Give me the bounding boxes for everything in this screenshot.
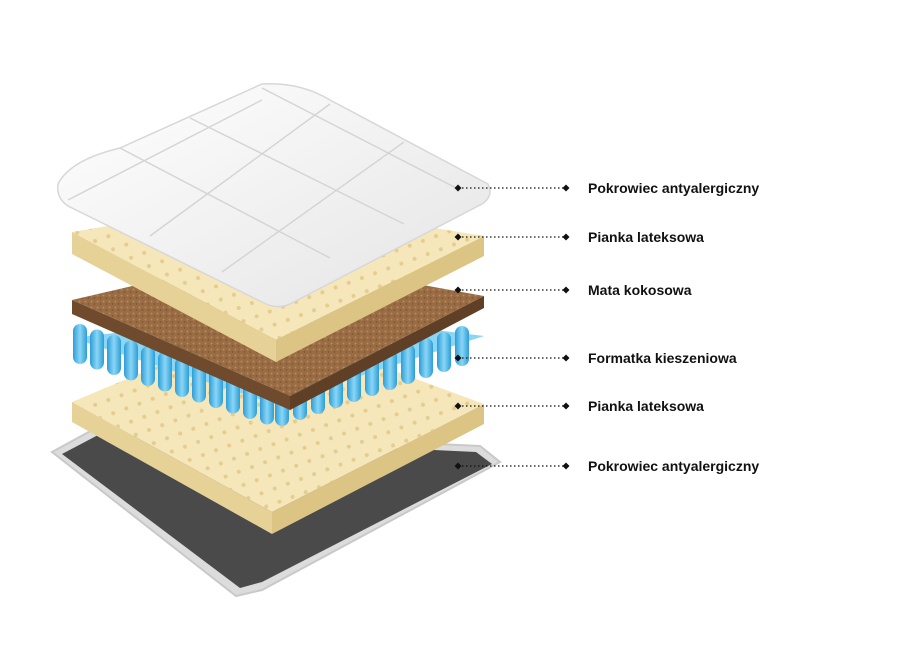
spring-pocket [401,344,415,384]
spring-pocket [175,357,189,397]
leader-endpoint-dot [454,402,462,410]
leader-endpoint-dot [454,354,462,362]
lower-latex-side-right [272,404,484,534]
spring-pocket [90,329,104,370]
layer-label-6: Pokrowiec antyalergiczny [588,458,760,474]
leader-endpoint-dot [562,233,570,241]
leader-endpoint-dot [562,354,570,362]
upper-latex-side-right [276,236,484,362]
leader-endpoint-dot [454,462,462,470]
spring-pocket [419,338,433,378]
upper-latex-side [72,232,276,362]
leader-endpoint-dot [562,462,570,470]
leader-endpoint-dot [562,402,570,410]
leader-endpoint-dot [454,286,462,294]
spring-pocket [192,362,206,403]
spring-pocket [107,335,121,375]
spring-pocket [124,340,138,381]
spring-pocket [141,346,155,386]
layer-label-5: Pianka lateksowa [588,398,704,414]
spring-pocket [437,332,451,372]
spring-pocket [383,350,397,390]
top-cover-fabric [56,83,491,308]
layer-label-2: Pianka lateksowa [588,229,704,245]
lower-latex-side [72,402,272,534]
layer-label-3: Mata kokosowa [588,282,692,298]
layer-label-4: Formatka kieszeniowa [588,350,737,366]
leader-endpoint-dot [562,286,570,294]
coconut-mat-side-right [290,296,484,410]
spring-pocket [158,351,172,392]
coconut-mat-side [72,300,290,410]
leader-endpoint-dot [454,184,462,192]
top-cover-layer [56,83,491,308]
leader-endpoint-dot [454,233,462,241]
layer-label-1: Pokrowiec antyalergiczny [588,180,760,196]
leader-endpoint-dot [562,184,570,192]
leader-lines [454,184,570,470]
top-cover-quilting [67,87,461,273]
spring-pocket [73,324,87,364]
